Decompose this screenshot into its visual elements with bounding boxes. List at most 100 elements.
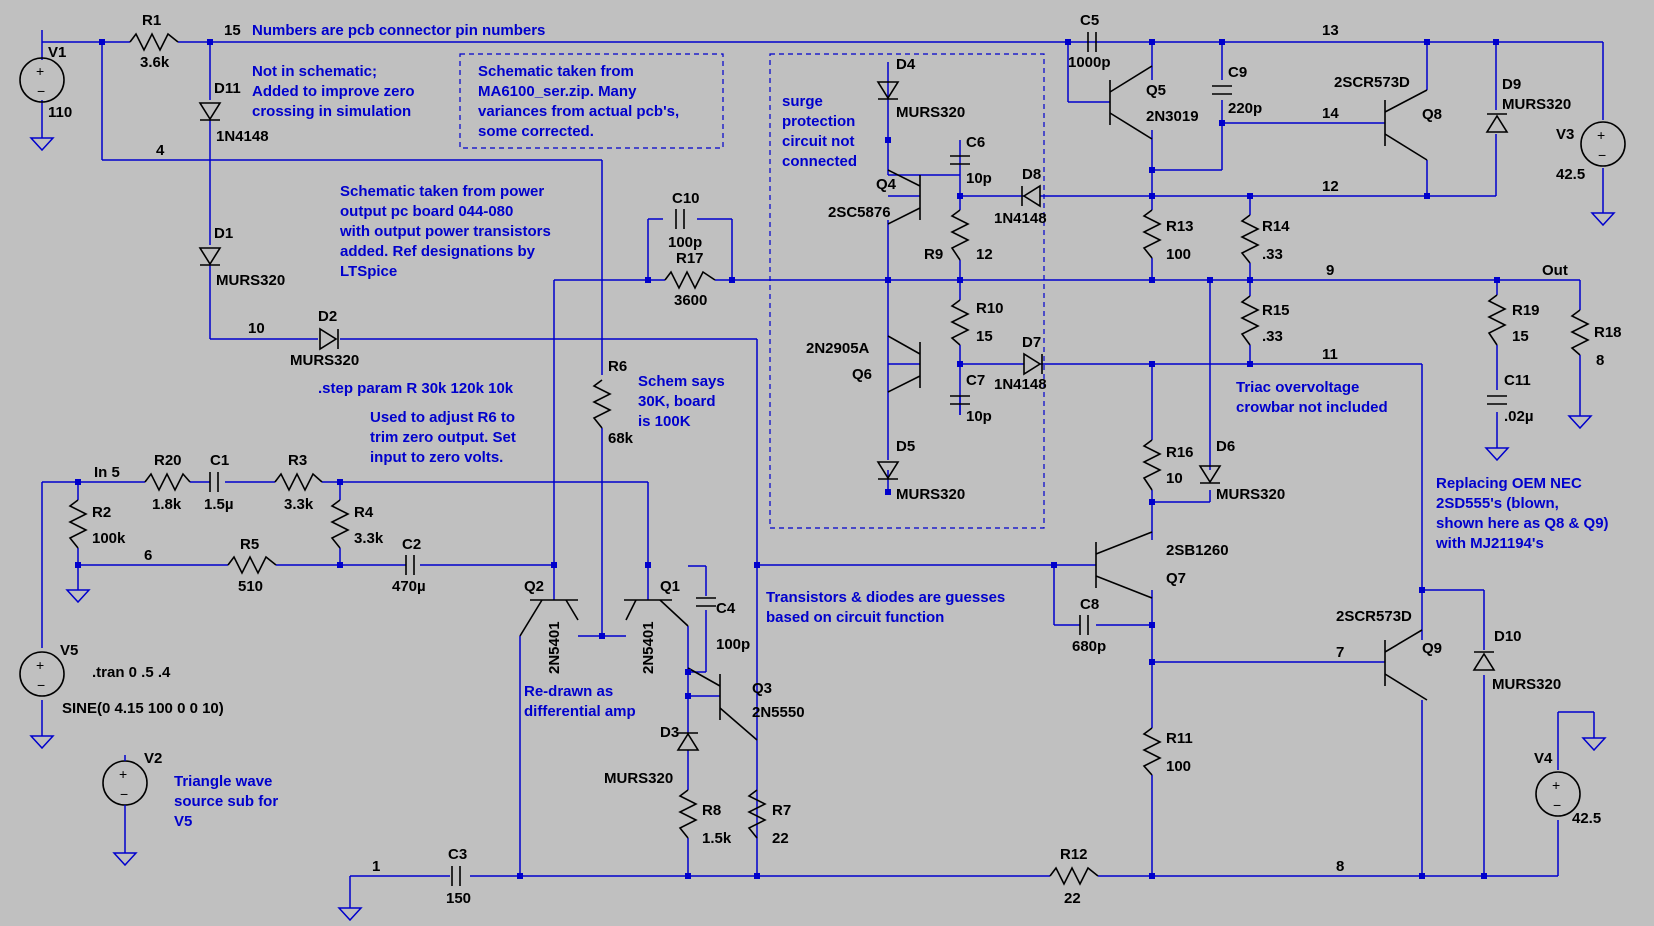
label-r11-value: 100 — [1166, 758, 1192, 775]
label-v2-name: V2 — [144, 750, 163, 767]
label-q3-value: 2N5550 — [752, 704, 805, 721]
label-q7-value: 2SB1260 — [1166, 542, 1229, 559]
label-d1-value: MURS320 — [216, 272, 286, 289]
label-c7-name: C7 — [966, 372, 986, 389]
label-d4-name: D4 — [896, 56, 916, 73]
label-c10-name: C10 — [672, 190, 700, 207]
label-q5-value: 2N3019 — [1146, 108, 1199, 125]
label-v4-value: 42.5 — [1572, 810, 1602, 827]
label-c6-value: 10p — [966, 170, 992, 187]
label-v4-name: V4 — [1534, 750, 1553, 767]
label-q2-value: 2N5401 — [546, 621, 563, 674]
label-r7-value: 22 — [772, 830, 789, 847]
label-r13-name: R13 — [1166, 218, 1194, 235]
comment-boxes — [459, 53, 1045, 529]
label-r1-value: 3.6k — [140, 54, 170, 71]
label-r9-value: 12 — [976, 246, 993, 263]
comment-schem-says: Schem says 30K, board is 100K — [638, 373, 725, 430]
label-r3-value: 3.3k — [284, 496, 314, 513]
label-r19-name: R19 — [1512, 302, 1540, 319]
label-r17-value: 3600 — [674, 292, 708, 309]
label-r20-value: 1.8k — [152, 496, 182, 513]
label-d6-name: D6 — [1216, 438, 1236, 455]
label-r18-value: 8 — [1596, 352, 1605, 369]
comment-not-in-schematic: Not in schematic; Added to improve zero … — [252, 63, 415, 120]
net-label-6: 6 — [144, 547, 153, 564]
label-r10-value: 15 — [976, 328, 993, 345]
label-c9-name: C9 — [1228, 64, 1248, 81]
label-d7-name: D7 — [1022, 334, 1042, 351]
label-r2-name: R2 — [92, 504, 112, 521]
label-r6-value: 68k — [608, 430, 634, 447]
label-d4-value: MURS320 — [896, 104, 966, 121]
label-d10-name: D10 — [1494, 628, 1522, 645]
label-c11-value: .02µ — [1504, 408, 1534, 425]
label-q4-name: Q4 — [876, 176, 897, 193]
junction-dots — [75, 39, 1500, 879]
label-c3-name: C3 — [448, 846, 468, 863]
label-r11-name: R11 — [1166, 730, 1193, 747]
label-r12-name: R12 — [1060, 846, 1088, 863]
label-r12-value: 22 — [1064, 890, 1081, 907]
comment-triangle: Triangle wave source sub for V5 — [174, 773, 279, 830]
label-r15-name: R15 — [1262, 302, 1290, 319]
label-q8-name: Q8 — [1422, 106, 1443, 123]
net-label-8: 8 — [1336, 858, 1345, 875]
net-label-13: 13 — [1322, 22, 1339, 39]
label-v5-value: SINE(0 4.15 100 0 0 10) — [62, 700, 224, 717]
label-d7-value: 1N4148 — [994, 376, 1047, 393]
label-q6-value: 2N2905A — [806, 340, 870, 357]
label-q6-name: Q6 — [852, 366, 873, 383]
resistors — [68, 32, 1590, 886]
label-c5-name: C5 — [1080, 12, 1100, 29]
label-r15-value: .33 — [1262, 328, 1283, 345]
label-q3-name: Q3 — [752, 680, 773, 697]
comment-triac: Triac overvoltage crowbar not included — [1236, 379, 1388, 416]
label-d8-name: D8 — [1022, 166, 1042, 183]
svg-text:+: + — [1597, 127, 1605, 143]
comment-used-to-adjust: Used to adjust R6 to trim zero output. S… — [370, 409, 516, 466]
label-r2-value: 100k — [92, 530, 126, 547]
label-r5-name: R5 — [240, 536, 260, 553]
label-q4-value: 2SC5876 — [828, 204, 891, 221]
diodes — [198, 81, 1509, 751]
transistors — [519, 65, 1428, 741]
label-c4-name: C4 — [716, 600, 736, 617]
comment-surge-protection: surge protection circuit not connected — [782, 93, 858, 170]
step-directive[interactable]: .step param R 30k 120k 10k — [318, 380, 514, 397]
label-v1-name: V1 — [48, 44, 67, 61]
svg-text:−: − — [1598, 147, 1606, 163]
net-label-7: 7 — [1336, 644, 1345, 661]
svg-text:+: + — [36, 657, 44, 673]
label-c5-value: 1000p — [1068, 54, 1111, 71]
net-label-15: 15 — [224, 22, 241, 39]
label-c2-value: 470µ — [392, 578, 426, 595]
label-q8-value: 2SCR573D — [1334, 74, 1410, 91]
label-c8-name: C8 — [1080, 596, 1100, 613]
label-r16-value: 10 — [1166, 470, 1183, 487]
comment-pin-numbers: Numbers are pcb connector pin numbers — [252, 22, 546, 39]
svg-text:+: + — [1552, 777, 1560, 793]
label-r20-name: R20 — [154, 452, 182, 469]
net-label-9: 9 — [1326, 262, 1335, 279]
label-c6-name: C6 — [966, 134, 986, 151]
label-r4-value: 3.3k — [354, 530, 384, 547]
label-d6-value: MURS320 — [1216, 486, 1286, 503]
comment-replacing: Replacing OEM NEC 2SD555's (blown, shown… — [1436, 475, 1609, 552]
label-q7-name: Q7 — [1166, 570, 1187, 587]
label-v1-value: 110 — [48, 104, 73, 121]
label-r8-name: R8 — [702, 802, 722, 819]
net-label-out: Out — [1542, 262, 1568, 279]
label-r1-name: R1 — [142, 12, 162, 29]
comment-redrawn: Re-drawn as differential amp — [524, 683, 636, 720]
label-r7-name: R7 — [772, 802, 792, 819]
label-r4-name: R4 — [354, 504, 374, 521]
label-r18-name: R18 — [1594, 324, 1622, 341]
label-q2-name: Q2 — [524, 578, 545, 595]
label-d2-value: MURS320 — [290, 352, 360, 369]
svg-text:−: − — [120, 786, 128, 802]
net-label-11: 11 — [1322, 346, 1338, 363]
comment-transistors-guesses: Transistors & diodes are guesses based o… — [766, 589, 1006, 626]
tran-directive[interactable]: .tran 0 .5 .4 — [92, 664, 171, 681]
